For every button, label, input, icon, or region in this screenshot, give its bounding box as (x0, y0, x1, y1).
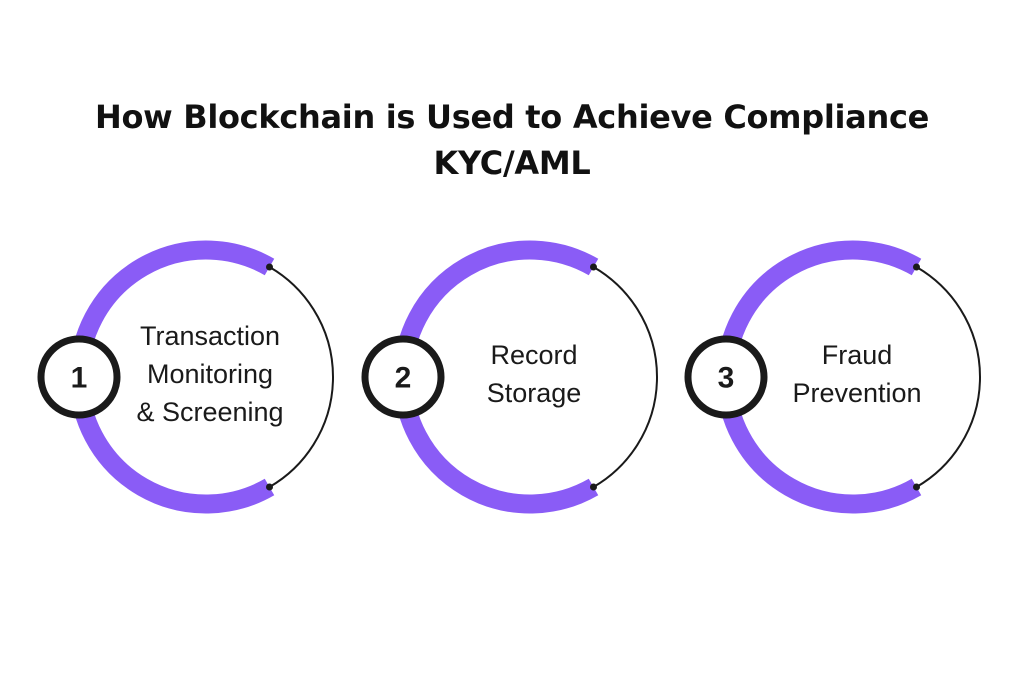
step-1-arc-end-dot-bottom (266, 483, 273, 491)
step-3-arc-end-dot-top (913, 263, 920, 271)
step-3-arc-end-dot-bottom (913, 483, 920, 491)
step-3-label-line-1: Fraud (822, 340, 893, 370)
step-1-number: 1 (71, 362, 88, 395)
title-line-1: How Blockchain is Used to Achieve Compli… (94, 98, 930, 136)
step-3-thin-arc (915, 266, 981, 488)
step-2: 2 Record Storage (361, 240, 658, 514)
step-2-number: 2 (395, 362, 412, 395)
step-1: 1 Transaction Monitoring & Screening (37, 240, 334, 514)
step-3-number: 3 (718, 362, 735, 395)
step-2-number-badge (361, 335, 445, 419)
step-3: 3 Fraud Prevention (684, 240, 981, 514)
step-1-number-badge (37, 335, 121, 419)
step-3-number-badge (684, 335, 768, 419)
step-2-thin-arc (592, 266, 658, 488)
diagram-title: How Blockchain is Used to Achieve Compli… (0, 94, 1024, 186)
step-3-label-line-2: Prevention (792, 378, 921, 408)
step-1-arc-end-dot-top (266, 263, 273, 271)
step-1-label-line-1: Transaction (140, 321, 280, 351)
step-1-label-line-3: & Screening (136, 397, 283, 427)
step-1-thin-arc (268, 266, 334, 488)
title-line-2: KYC/AML (433, 144, 591, 182)
step-2-label-line-1: Record (490, 340, 577, 370)
step-1-label-line-2: Monitoring (147, 359, 273, 389)
step-2-arc-end-dot-top (590, 263, 597, 271)
step-2-label-line-2: Storage (487, 378, 582, 408)
step-2-arc-end-dot-bottom (590, 483, 597, 491)
